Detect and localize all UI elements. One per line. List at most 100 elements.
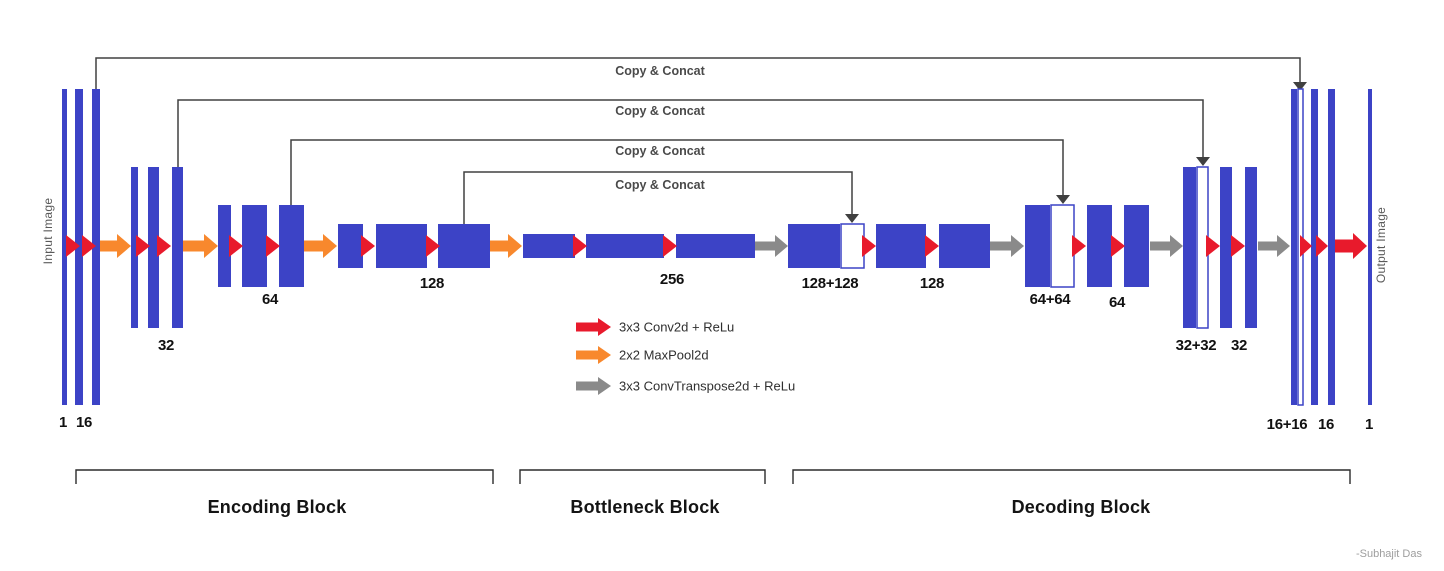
enc32-bar-2: [148, 167, 159, 328]
dec64-conv-bar-2: [1124, 205, 1149, 287]
conv-arrow-icon: [925, 235, 939, 257]
enc128-bar-3: [438, 224, 490, 268]
enc64-bar-1: [218, 205, 231, 287]
copy-concat-label-3: Copy & Concat: [615, 144, 705, 158]
enc128-bar-1: [338, 224, 363, 268]
channel-label-enc128: 128: [420, 275, 444, 292]
conv-arrows: [66, 235, 1328, 257]
conv-arrow-icon: [82, 235, 96, 257]
channel-label-output: 1: [1365, 416, 1373, 433]
bottleneck-bar-3: [676, 234, 755, 258]
encoder-bars: [62, 89, 490, 405]
channel-label-dec128cat: 128+128: [802, 275, 859, 292]
channel-label-dec64cat: 64+64: [1030, 291, 1072, 308]
encoding-block-title: Encoding Block: [208, 497, 348, 517]
channel-label-dec16cat: 16+16: [1267, 416, 1308, 433]
channel-label-dec128: 128: [920, 275, 944, 292]
enc32-bar-1: [131, 167, 138, 328]
skip-line-1: [95, 57, 1301, 89]
dec64-conv-bar-1: [1087, 205, 1112, 287]
convtranspose-arrows: [755, 235, 1290, 257]
decoding-block-title: Decoding Block: [1012, 497, 1152, 517]
maxpool-arrow-icon: [304, 234, 337, 258]
copy-concat-label-1: Copy & Concat: [615, 64, 705, 78]
decoding-block-bracket: [792, 469, 1351, 484]
author-credit: -Subhajit Das: [1356, 548, 1423, 560]
block-brackets: [75, 469, 1351, 484]
channel-label-bottleneck: 256: [660, 271, 684, 288]
legend: 3x3 Conv2d + ReLu 2x2 MaxPool2d 3x3 Conv…: [576, 318, 795, 395]
input-image-label: Input Image: [41, 198, 55, 265]
dec128-concat-bar: [840, 223, 865, 269]
conv-arrow-icon: [157, 235, 171, 257]
skip-arrowhead-4: [845, 214, 859, 223]
enc16-bar-2: [92, 89, 100, 405]
skip-line-3: [290, 139, 1064, 205]
channel-label-dec32cat: 32+32: [1176, 337, 1217, 354]
conv-arrow-icon: [1072, 235, 1086, 257]
enc128-bar-2: [376, 224, 427, 268]
conv-arrow-icon: [266, 235, 280, 257]
channel-label-input: 1: [59, 414, 67, 431]
dec32-conv-bar-1: [1220, 167, 1232, 328]
legend-convtranspose-label: 3x3 ConvTranspose2d + ReLu: [619, 379, 795, 394]
skip-line-4: [463, 171, 853, 224]
conv-arrow-icon: [66, 235, 80, 257]
conv-arrow-icon: [1231, 235, 1245, 257]
bottleneck-bar-2: [586, 234, 664, 258]
channel-label-enc64: 64: [262, 291, 279, 308]
output-arrow-icon: [1335, 233, 1367, 259]
conv-arrow-icon: [426, 235, 440, 257]
channel-label-dec64: 64: [1109, 294, 1126, 311]
skip-arrowhead-2: [1196, 157, 1210, 166]
channel-label-dec16: 16: [1318, 416, 1334, 433]
dec32-conv-bar-2: [1245, 167, 1257, 328]
dec16-upconv-bar: [1291, 89, 1297, 405]
output-image-label: Output Image: [1374, 207, 1388, 283]
convtranspose-arrow-icon: [990, 235, 1024, 257]
channel-label-dec32: 32: [1231, 337, 1247, 354]
skip-arrowhead-3: [1056, 195, 1070, 204]
conv-arrow-icon: [136, 235, 150, 257]
convtranspose-arrow-icon: [1150, 235, 1183, 257]
legend-conv-label: 3x3 Conv2d + ReLu: [619, 320, 734, 335]
conv-arrow-icon: [229, 235, 243, 257]
maxpool-arrow-icon: [183, 234, 218, 258]
channel-label-enc32: 32: [158, 337, 174, 354]
enc32-bar-3: [172, 167, 183, 328]
maxpool-arrows: [100, 234, 522, 258]
bottleneck-block-bracket: [519, 469, 766, 484]
skip-line-2: [177, 99, 1204, 167]
convtranspose-arrow-icon: [1258, 235, 1290, 257]
skip-connection-lines: [95, 57, 1307, 224]
maxpool-arrow-icon: [100, 234, 131, 258]
copy-concat-labels: Copy & Concat Copy & Concat Copy & Conca…: [615, 64, 705, 192]
enc16-bar-1: [75, 89, 83, 405]
conv-arrow-icon: [1206, 235, 1220, 257]
enc64-bar-2: [242, 205, 267, 287]
bottleneck-bar-1: [523, 234, 575, 258]
decoder-bars: [788, 88, 1372, 406]
input-image-bar: [62, 89, 67, 405]
channel-labels: 1 16 32 64 128 256 128+128 128 64+64 64 …: [59, 271, 1373, 433]
conv-arrow-icon: [862, 235, 876, 257]
dec128-upconv-bar: [788, 224, 840, 268]
conv-arrow-icon: [663, 235, 677, 257]
maxpool-arrow-icon: [490, 234, 522, 258]
legend-maxpool-arrow-icon: [576, 346, 611, 364]
legend-maxpool-label: 2x2 MaxPool2d: [619, 348, 709, 363]
bottleneck-bars: [523, 234, 755, 258]
dec64-upconv-bar: [1025, 205, 1050, 287]
dec16-conv-bar-1: [1311, 89, 1318, 405]
dec16-conv-bar-2: [1328, 89, 1335, 405]
conv-arrow-icon: [361, 235, 375, 257]
bottleneck-block-title: Bottleneck Block: [570, 497, 720, 517]
dec64-concat-bar: [1050, 204, 1075, 288]
copy-concat-label-2: Copy & Concat: [615, 104, 705, 118]
encoding-block-bracket: [75, 469, 494, 484]
conv-arrow-icon: [1111, 235, 1125, 257]
skip-arrowhead-1: [1293, 82, 1307, 91]
enc64-bar-3: [279, 205, 304, 287]
dec128-conv-bar-1: [876, 224, 926, 268]
